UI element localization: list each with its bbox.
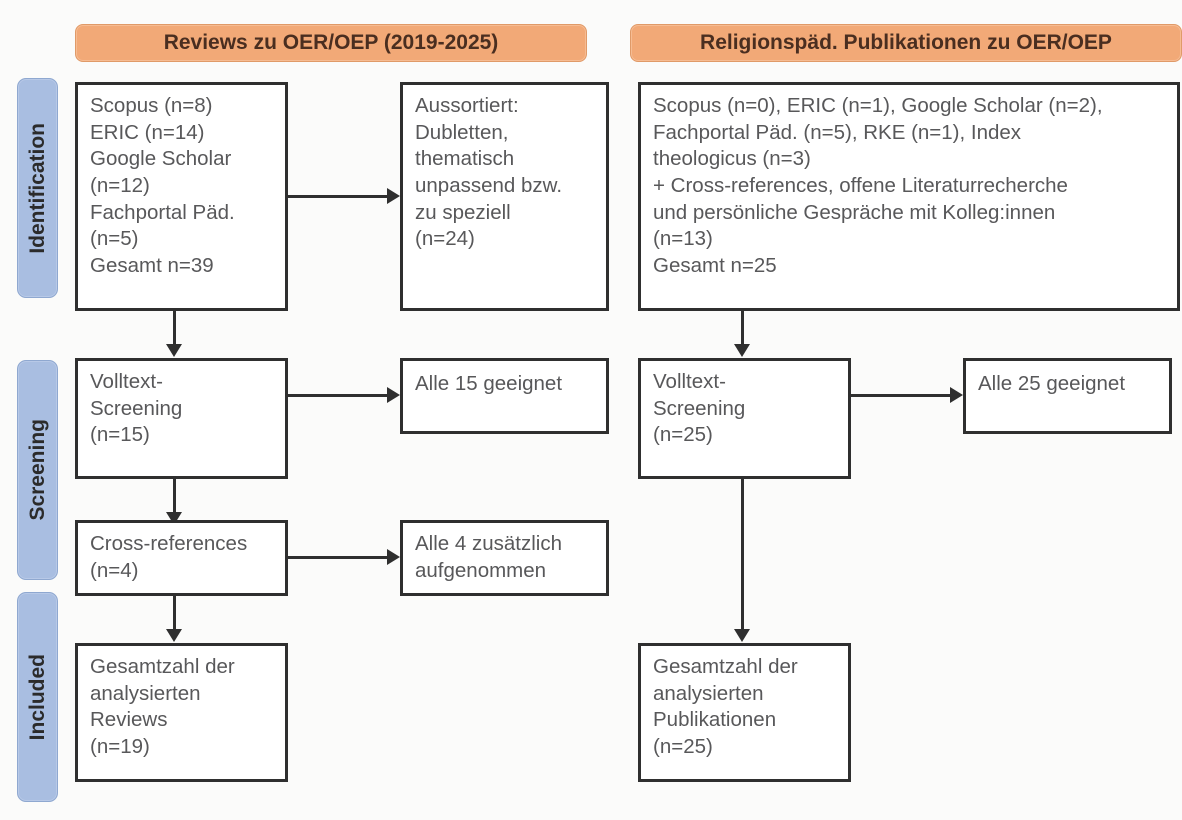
arrowhead-left-screening-to-out (387, 387, 400, 403)
connector-left-screening-to-out (288, 394, 387, 397)
phase-label-screening: Screening (25, 419, 49, 521)
node-right-identification: Scopus (n=0), ERIC (n=1), Google Scholar… (638, 82, 1180, 311)
arrowhead-right-identification-to-screening (734, 344, 750, 357)
arrowhead-right-screening-to-included (734, 629, 750, 642)
node-right-included: Gesamtzahl der analysierten Publikatione… (638, 643, 851, 782)
node-right-screening: Volltext- Screening (n=25) (638, 358, 851, 479)
node-right-screening-out: Alle 25 geeignet (963, 358, 1172, 434)
arrowhead-left-identification-to-screening (166, 344, 182, 357)
node-left-crossrefs-text: Cross-references (n=4) (90, 532, 248, 582)
node-left-included: Gesamtzahl der analysierten Reviews (n=1… (75, 643, 288, 782)
node-right-included-text: Gesamtzahl der analysierten Publikatione… (653, 655, 798, 758)
connector-left-identification-to-screening (173, 311, 176, 345)
node-left-excluded-text: Aussortiert: Dubletten, thematisch unpas… (415, 94, 563, 251)
node-left-screening-text: Volltext- Screening (n=15) (90, 370, 183, 447)
arrowhead-right-screening-to-out (950, 387, 963, 403)
node-left-screening: Volltext- Screening (n=15) (75, 358, 288, 479)
node-right-identification-text: Scopus (n=0), ERIC (n=1), Google Scholar… (653, 94, 1103, 277)
connector-left-crossrefs-to-out (288, 556, 387, 559)
phase-bar-screening: Screening (17, 360, 58, 580)
node-left-identification-text: Scopus (n=8) ERIC (n=14) Google Scholar … (90, 94, 235, 277)
column-header-left: Reviews zu OER/OEP (2019-2025) (75, 24, 587, 62)
column-header-right-text: Religionspäd. Publikationen zu OER/OEP (700, 31, 1112, 54)
node-left-screening-out-text: Alle 15 geeignet (415, 372, 563, 395)
column-header-right: Religionspäd. Publikationen zu OER/OEP (630, 24, 1182, 62)
arrowhead-left-identification-to-excluded (387, 188, 400, 204)
connector-left-crossrefs-to-included (173, 596, 176, 630)
node-left-screening-out: Alle 15 geeignet (400, 358, 609, 434)
node-right-screening-out-text: Alle 25 geeignet (978, 372, 1126, 395)
node-left-identification: Scopus (n=8) ERIC (n=14) Google Scholar … (75, 82, 288, 311)
node-right-screening-text: Volltext- Screening (n=25) (653, 370, 746, 447)
arrowhead-left-crossrefs-to-included (166, 629, 182, 642)
connector-left-identification-to-excluded (288, 195, 387, 198)
node-left-excluded: Aussortiert: Dubletten, thematisch unpas… (400, 82, 609, 311)
phase-label-identification: Identification (25, 122, 49, 254)
node-left-crossrefs: Cross-references (n=4) (75, 520, 288, 596)
arrowhead-left-crossrefs-to-out (387, 549, 400, 565)
connector-right-identification-to-screening (741, 311, 744, 345)
node-left-crossrefs-out-text: Alle 4 zusätzlich aufgenommen (415, 532, 562, 582)
connector-left-screening-to-crossrefs (173, 479, 176, 513)
phase-label-included: Included (25, 653, 49, 741)
node-left-crossrefs-out: Alle 4 zusätzlich aufgenommen (400, 520, 609, 596)
node-left-included-text: Gesamtzahl der analysierten Reviews (n=1… (90, 655, 235, 758)
column-header-left-text: Reviews zu OER/OEP (2019-2025) (163, 31, 499, 54)
phase-bar-identification: Identification (17, 78, 58, 298)
connector-right-screening-to-included (741, 479, 744, 630)
connector-right-screening-to-out (851, 394, 950, 397)
phase-bar-included: Included (17, 592, 58, 802)
